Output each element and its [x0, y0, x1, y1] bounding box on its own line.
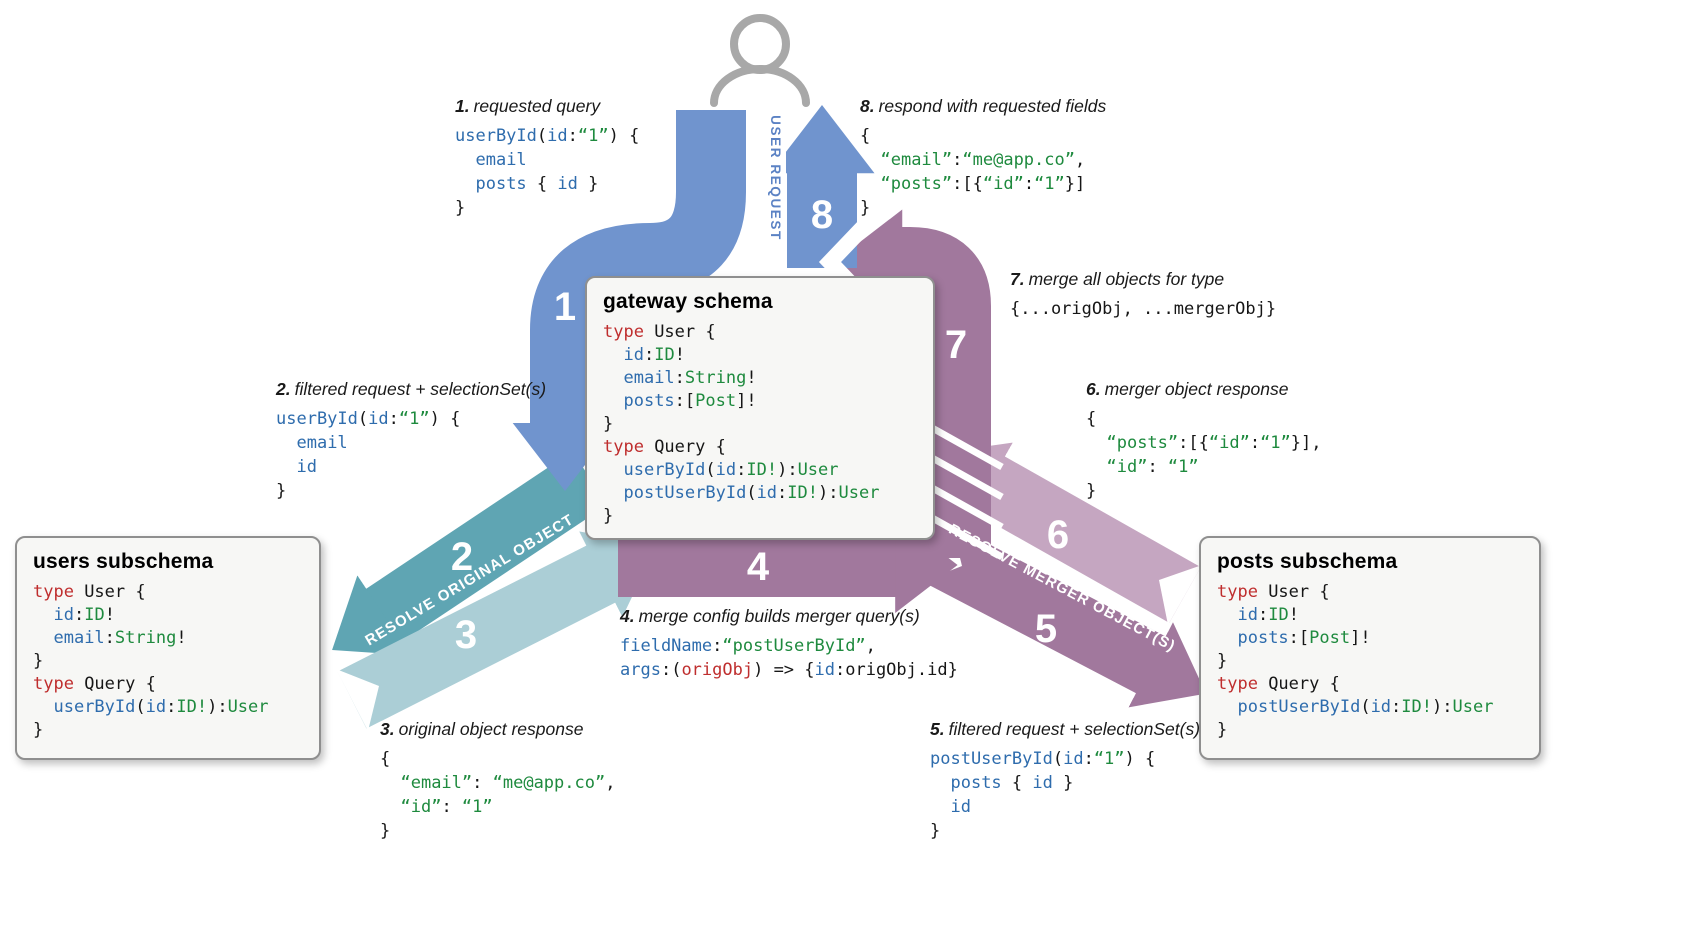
step-5-number: 5. [930, 719, 945, 739]
step-1-code: userById(id:“1”) { email posts { id }} [455, 126, 640, 218]
users-subschema-box: users subschema type User { id:ID! email… [15, 536, 321, 760]
step-5-header: 5.filtered request + selectionSet(s) [930, 719, 1200, 740]
step-1-label: requested query [473, 96, 601, 116]
step-7-annotation: 7.merge all objects for type {...origObj… [1010, 269, 1276, 321]
step-2-label: filtered request + selectionSet(s) [294, 379, 547, 399]
step-6-label: merger object response [1104, 379, 1289, 399]
step-5-annotation: 5.filtered request + selectionSet(s) pos… [930, 719, 1200, 843]
user-request-label: USER REQUEST [768, 115, 783, 241]
step-4-label: merge config builds merger query(s) [638, 606, 920, 626]
step-2-annotation: 2.filtered request + selectionSet(s) use… [276, 379, 546, 503]
step-3-code: { “email”: “me@app.co”, “id”: “1”} [380, 749, 616, 841]
step-6-header: 6.merger object response [1086, 379, 1322, 400]
gateway-schema-title: gateway schema [603, 290, 773, 313]
step-7-label: merge all objects for type [1028, 269, 1225, 289]
arrow-3-original-response-band [337, 531, 657, 729]
step-2-header: 2.filtered request + selectionSet(s) [276, 379, 546, 400]
arrow-5-number: 5 [1035, 607, 1057, 651]
step-3-number: 3. [380, 719, 395, 739]
step-4-code: fieldName:“postUserById”,args:(origObj) … [620, 636, 958, 680]
arrow-7-merge-band [834, 209, 991, 558]
step-7-code: {...origObj, ...mergerObj} [1010, 299, 1277, 319]
user-icon [710, 14, 810, 107]
step-5-label: filtered request + selectionSet(s) [948, 719, 1201, 739]
arrow-4-number: 4 [747, 545, 770, 589]
arrow-2-number: 2 [451, 535, 473, 579]
step-5-code: postUserById(id:“1”) { posts { id } id} [930, 749, 1156, 841]
step-1-annotation: 1.requested query userById(id:“1”) { ema… [455, 96, 639, 220]
step-3-annotation: 3.original object response { “email”: “m… [380, 719, 615, 843]
arrow-6-tail-notch [1159, 565, 1202, 625]
step-3-label: original object response [398, 719, 584, 739]
posts-subschema-code: type User { id:ID! posts:[Post]!}type Qu… [1217, 582, 1494, 740]
arrow-6-merger-response-band [934, 442, 1201, 623]
step-4-header: 4.merge config builds merger query(s) [620, 606, 958, 627]
arrow-1-number: 1 [554, 285, 576, 329]
arrow-1-user-request-band [512, 110, 746, 491]
step-8-label: respond with requested fields [878, 96, 1107, 116]
arrow-3-tail-notch [336, 669, 379, 731]
step-4-number: 4. [620, 606, 635, 626]
step-6-code: { “posts”:[{“id”:“1”}], “id”: “1”} [1086, 409, 1322, 501]
arrow-3-number: 3 [455, 613, 477, 657]
step-7-header: 7.merge all objects for type [1010, 269, 1276, 290]
step-1-number: 1. [455, 96, 470, 116]
gateway-schema-code: type User { id:ID! email:String! posts:[… [603, 322, 880, 526]
posts-subschema-box: posts subschema type User { id:ID! posts… [1199, 536, 1541, 760]
arrow-8-number: 8 [811, 193, 833, 237]
arrow-7-number: 7 [945, 323, 967, 367]
arrow-5-merger-request-band [920, 523, 1207, 708]
step-6-number: 6. [1086, 379, 1101, 399]
gateway-schema-box: gateway schema type User { id:ID! email:… [585, 276, 935, 540]
step-8-annotation: 8.respond with requested fields { “email… [860, 96, 1106, 220]
step-8-number: 8. [860, 96, 875, 116]
step-8-code: { “email”:“me@app.co”, “posts”:[{“id”:“1… [860, 126, 1086, 218]
user-request-channel [746, 88, 786, 280]
step-6-annotation: 6.merger object response { “posts”:[{“id… [1086, 379, 1322, 503]
step-1-header: 1.requested query [455, 96, 639, 117]
step-3-header: 3.original object response [380, 719, 615, 740]
user-icon-head [730, 14, 790, 74]
users-subschema-title: users subschema [33, 550, 214, 573]
step-4-annotation: 4.merge config builds merger query(s) fi… [620, 606, 958, 682]
step-7-number: 7. [1010, 269, 1025, 289]
arrow-6-number: 6 [1047, 513, 1069, 557]
arrow-2-filtered-request-band [332, 451, 608, 656]
step-8-header: 8.respond with requested fields [860, 96, 1106, 117]
posts-subschema-title: posts subschema [1217, 550, 1398, 573]
users-subschema-code: type User { id:ID! email:String!}type Qu… [33, 582, 269, 740]
user-icon-body [710, 65, 810, 107]
step-2-number: 2. [276, 379, 291, 399]
step-2-code: userById(id:“1”) { email id} [276, 409, 461, 501]
